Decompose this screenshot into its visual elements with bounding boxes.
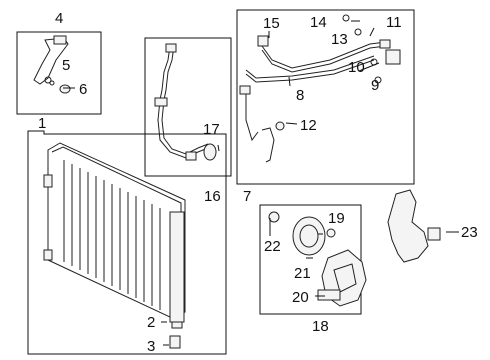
callout-10: 10 <box>348 59 365 76</box>
callout-11: 11 <box>386 14 402 31</box>
part-4-drawing <box>33 35 71 94</box>
callout-13: 13 <box>331 31 348 48</box>
callout-19: 19 <box>328 210 345 227</box>
condenser-drawing <box>43 142 186 349</box>
callout-9: 9 <box>371 77 379 94</box>
callout-22: 22 <box>264 238 281 255</box>
callout-14: 14 <box>310 14 327 31</box>
box-part-18-frame <box>259 204 362 315</box>
callout-12: 12 <box>300 117 317 134</box>
leader-lines <box>63 20 459 346</box>
callout-21: 21 <box>294 265 311 282</box>
part-18-drawing <box>268 211 367 307</box>
callout-15: 15 <box>263 15 280 32</box>
box-part-7-frame <box>236 9 415 185</box>
callout-23: 23 <box>461 224 478 241</box>
callout-6: 6 <box>79 81 87 98</box>
box-part-1-frame <box>27 130 227 355</box>
callout-7: 7 <box>243 188 251 205</box>
callout-4: 4 <box>55 10 63 27</box>
part-16-drawing <box>154 43 217 161</box>
callout-17: 17 <box>203 121 220 138</box>
callout-2: 2 <box>147 314 155 331</box>
callout-5: 5 <box>62 57 70 74</box>
callout-20: 20 <box>292 289 309 306</box>
part-23-drawing <box>387 189 441 263</box>
callout-16: 16 <box>204 188 221 205</box>
callout-1: 1 <box>38 115 46 132</box>
box-part-4-frame <box>16 31 102 115</box>
callout-3: 3 <box>147 338 155 355</box>
box-part-16-frame <box>144 37 232 177</box>
callout-8: 8 <box>296 87 304 104</box>
callout-18: 18 <box>312 318 329 335</box>
